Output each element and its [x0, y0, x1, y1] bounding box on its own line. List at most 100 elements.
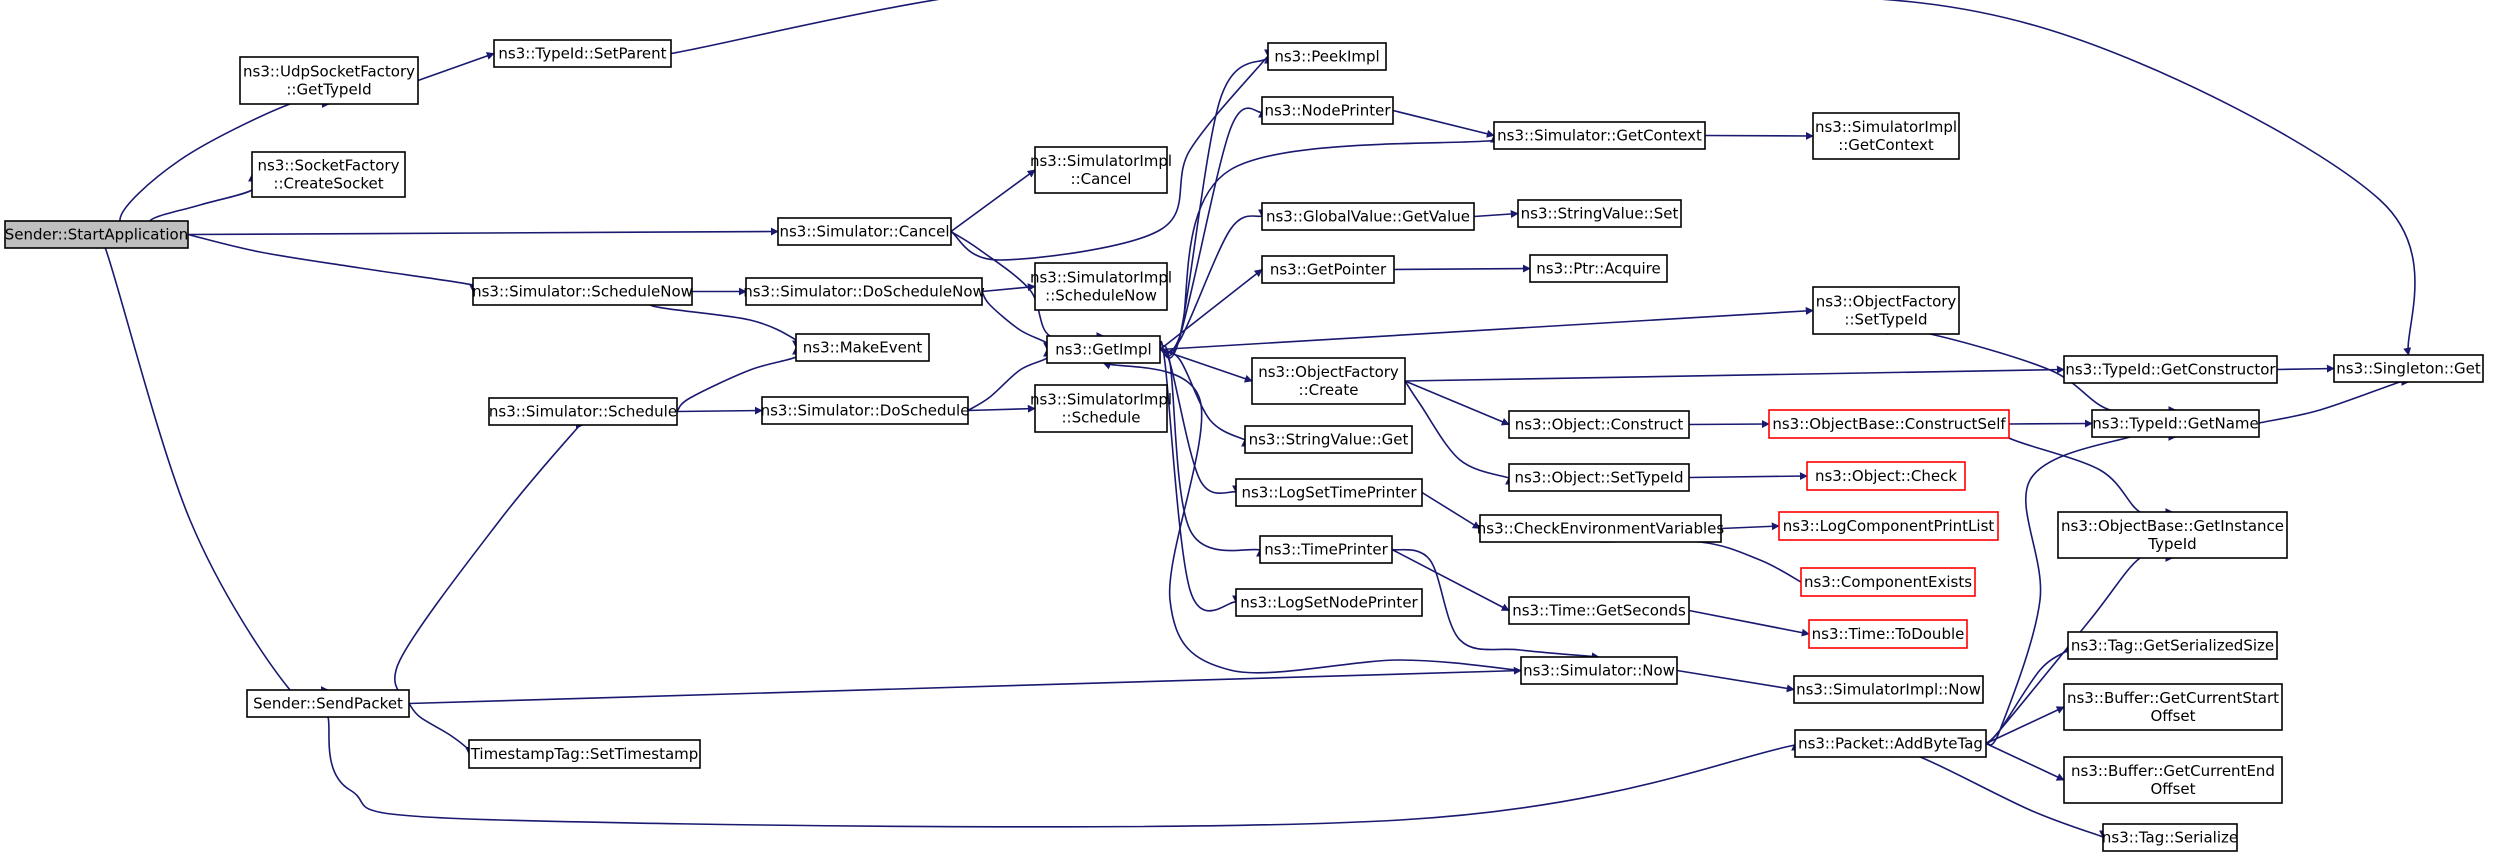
graph-node[interactable]: ns3::PeekImpl	[1267, 42, 1387, 71]
graph-node[interactable]: ns3::CheckEnvironmentVariables	[1477, 514, 1725, 543]
node-box	[1517, 199, 1682, 228]
graph-node[interactable]: ns3::Tag::GetSerializedSize	[2067, 631, 2278, 660]
graph-node[interactable]: ns3::StringValue::Set	[1517, 199, 1682, 228]
node-box	[1259, 535, 1393, 564]
edge-n28-to-n29	[2008, 419, 2093, 428]
node-label: ns3::GetPointer	[1270, 261, 1387, 279]
edge-n30-to-n31	[1688, 472, 1808, 481]
graph-node[interactable]: ns3::Time::GetSeconds	[1508, 596, 1690, 625]
graph-node[interactable]: ns3::TypeId::SetParent	[493, 39, 672, 68]
node-box	[2057, 511, 2288, 559]
graph-node[interactable]: ns3::Object::Check	[1806, 461, 1966, 491]
node-label: ns3::StringValue::Get	[1249, 431, 1409, 449]
node-label: ns3::ObjectBase::GetInstance	[2061, 517, 2284, 535]
graph-node[interactable]: ns3::Tag::Serialize	[2102, 823, 2238, 852]
graph-node[interactable]: ns3::Singleton::Get	[2333, 354, 2484, 383]
node-box	[1034, 384, 1168, 433]
node-box	[1034, 262, 1168, 311]
graph-node[interactable]: ns3::SimulatorImpl::GetContext	[1812, 112, 1960, 160]
edge-n14-to-n15	[967, 404, 1036, 413]
graph-node[interactable]: ns3::Simulator::Now	[1520, 656, 1678, 685]
node-box	[488, 397, 678, 426]
node-box	[795, 333, 930, 362]
node-label: ns3::Simulator::GetContext	[1497, 127, 1702, 145]
edge-n9-to-n24	[1159, 306, 1814, 351]
graph-node[interactable]: ns3::StringValue::Get	[1244, 425, 1413, 454]
node-label: ns3::Time::GetSeconds	[1512, 602, 1686, 620]
graph-node[interactable]: ns3::ObjectFactory::SetTypeId	[1812, 286, 1960, 335]
node-box	[1520, 656, 1678, 685]
edge-n9-to-n20	[1159, 209, 1267, 353]
edge-n6-to-n7	[670, 0, 2416, 356]
node-label: TypeId	[2147, 535, 2196, 553]
graph-node[interactable]: ns3::Time::ToDouble	[1808, 619, 1968, 649]
node-label: Sender::SendPacket	[253, 695, 403, 713]
edge-n5-to-n48	[327, 716, 1826, 828]
graph-node[interactable]: ns3::NodePrinter	[1261, 96, 1394, 125]
graph-node[interactable]: ns3::SocketFactory::CreateSocket	[251, 151, 406, 198]
graph-node[interactable]: ns3::Object::Construct	[1508, 410, 1690, 439]
graph-node[interactable]: ns3::Simulator::DoSchedule	[761, 396, 970, 425]
graph-node[interactable]: ns3::GlobalValue::GetValue	[1261, 202, 1475, 231]
node-label: ns3::TypeId::GetName	[2092, 415, 2258, 433]
graph-node[interactable]: ns3::Simulator::Cancel	[777, 217, 952, 246]
graph-node[interactable]: ns3::LogComponentPrintList	[1778, 511, 1999, 541]
graph-node[interactable]: Sender::StartApplication	[4, 220, 189, 249]
graph-node[interactable]: ns3::SimulatorImpl::Cancel	[1030, 146, 1172, 194]
graph-node[interactable]: ns3::TimePrinter	[1259, 535, 1393, 564]
node-box	[1244, 425, 1413, 454]
node-label: ::CreateSocket	[273, 175, 383, 193]
node-box	[2333, 354, 2484, 383]
graph-node[interactable]: ns3::Simulator::Schedule	[488, 397, 678, 426]
node-box	[472, 277, 693, 306]
graph-node[interactable]: ns3::ObjectBase::ConstructSelf	[1768, 409, 2010, 439]
graph-node[interactable]: ns3::ObjectFactory::Create	[1251, 357, 1406, 405]
graph-node[interactable]: ns3::Simulator::ScheduleNow	[472, 277, 693, 306]
edge-n48-to-n46	[1985, 742, 2065, 781]
graph-node[interactable]: ns3::GetImpl	[1046, 335, 1161, 364]
edge-n41-to-n42	[1676, 669, 1795, 693]
edge-n22-to-n23	[1393, 264, 1531, 273]
node-label: ns3::Simulator::DoSchedule	[761, 402, 970, 420]
node-label: ns3::LogSetNodePrinter	[1240, 594, 1418, 612]
graph-node[interactable]: ns3::ComponentExists	[1800, 567, 1976, 597]
graph-node[interactable]: Sender::SendPacket	[246, 689, 410, 718]
node-box	[777, 217, 952, 246]
graph-node[interactable]: ns3::SimulatorImpl::Now	[1793, 675, 1984, 704]
node-label: ns3::NodePrinter	[1264, 102, 1391, 120]
edge-n13-to-n14	[676, 406, 763, 415]
node-label: ::GetContext	[1838, 136, 1934, 154]
node-label: ns3::SimulatorImpl	[1030, 391, 1172, 409]
graph-node[interactable]: ns3::GetPointer	[1261, 255, 1395, 284]
node-label: ns3::Simulator::DoScheduleNow	[743, 283, 985, 301]
graph-node[interactable]: ns3::Simulator::DoScheduleNow	[743, 277, 985, 306]
edge-n25-to-n27	[1404, 380, 1510, 426]
graph-node[interactable]: ns3::Ptr::Acquire	[1529, 254, 1668, 283]
node-label: ns3::MakeEvent	[803, 339, 923, 357]
node-box	[1261, 202, 1475, 231]
graph-node[interactable]: ns3::TypeId::GetConstructor	[2063, 355, 2278, 384]
node-label: ::ScheduleNow	[1045, 287, 1157, 305]
graph-node[interactable]: TimestampTag::SetTimestamp	[468, 739, 701, 769]
node-box	[1508, 410, 1690, 439]
node-label: ns3::ObjectBase::ConstructSelf	[1772, 415, 2006, 433]
graph-node[interactable]: ns3::LogSetNodePrinter	[1235, 588, 1423, 617]
graph-node[interactable]: ns3::SimulatorImpl::ScheduleNow	[1030, 262, 1172, 311]
graph-node[interactable]: ns3::Simulator::GetContext	[1493, 121, 1706, 150]
graph-node[interactable]: ns3::SimulatorImpl::Schedule	[1030, 384, 1172, 433]
graph-node[interactable]: ns3::Packet::AddByteTag	[1794, 729, 1987, 758]
graph-node[interactable]: ns3::MakeEvent	[795, 333, 930, 362]
graph-node[interactable]: ns3::Object::SetTypeId	[1508, 463, 1690, 492]
node-label: Offset	[2150, 780, 2195, 798]
node-label: ns3::PeekImpl	[1274, 48, 1379, 66]
graph-node[interactable]: ns3::LogSetTimePrinter	[1235, 478, 1423, 507]
graph-node[interactable]: ns3::UdpSocketFactory::GetTypeId	[239, 56, 419, 105]
node-box	[1261, 255, 1395, 284]
edge-n5-to-n49	[408, 702, 474, 755]
node-box	[1479, 514, 1722, 543]
graph-node[interactable]: ns3::TypeId::GetName	[2091, 409, 2260, 438]
node-label: ns3::Tag::GetSerializedSize	[2071, 637, 2274, 655]
